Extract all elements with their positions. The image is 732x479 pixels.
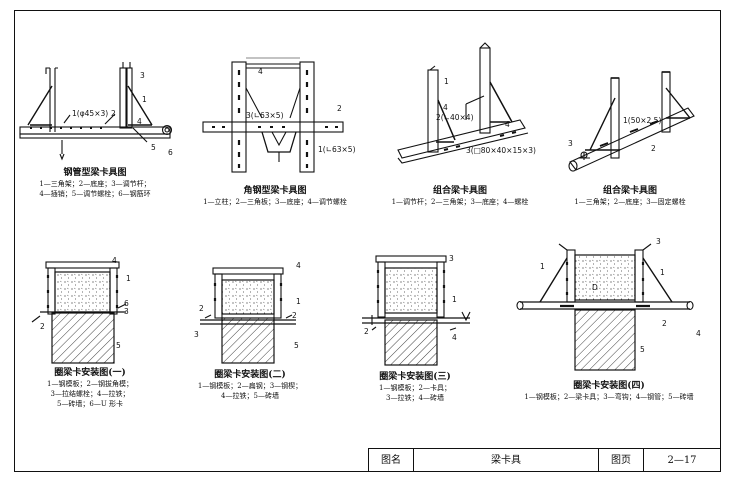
figure-2-caption: 角钢型梁卡具图 1—立柱；2—三角板；3—底座；4—调节螺栓: [195, 186, 355, 207]
page-label: 图页: [599, 449, 644, 472]
drawing-name-value: 梁卡具: [414, 449, 599, 472]
f5-label-2: 2: [40, 322, 45, 331]
f1-label-1: 1: [142, 95, 147, 104]
f8-label-1b: 1: [660, 268, 665, 277]
figure-3-desc-1: 1—调节杆；2—三角架；3—底座；4—螺栓: [391, 198, 529, 206]
figure-1-drawing: [19, 62, 173, 161]
f5-label-4: 4: [112, 256, 117, 265]
figure-6-title: 圈梁卡安装图(二): [214, 370, 286, 380]
figure-2-title: 角钢型梁卡具图: [243, 186, 307, 196]
figure-8-title: 圈梁卡安装图(四): [573, 381, 645, 391]
title-block: 图名 梁卡具 图页 2—17: [368, 448, 721, 472]
figure-3-caption: 组合梁卡具图 1—调节杆；2—三角架；3—底座；4—螺栓: [385, 186, 535, 207]
f3-label-1: 1: [444, 77, 449, 86]
f5-label-3: 3: [124, 307, 129, 316]
f4-spec-label: 1(50×2.5): [623, 116, 662, 125]
f8-label-d: D: [592, 283, 598, 292]
f7-label-1: 1: [452, 295, 457, 304]
f7-label-4: 4: [452, 333, 457, 342]
figure-5-desc-3: 5—砖墙；6—U 形卡: [56, 400, 124, 408]
figure-7-desc-1: 1—钢模板；2—卡具；: [379, 384, 451, 392]
f3-spec1-label: 2(∟40×4): [436, 113, 474, 122]
figure-2-drawing: [202, 57, 344, 173]
figure-6-caption: 圈梁卡安装图(二) 1—钢模板；2—扁钢；3—钢楔； 4—拉铁；5—砖墙: [180, 370, 320, 401]
figure-1-caption: 钢管型梁卡具图 1—三角架；2—底座；3—调节杆； 4—插销；5—调节螺栓；6—…: [20, 168, 170, 199]
figure-6-desc-1: 1—钢模板；2—扁钢；3—钢楔；: [197, 382, 303, 390]
page-number: 2—17: [667, 455, 697, 466]
f8-label-2: 2: [662, 319, 667, 328]
figure-3-title: 组合梁卡具图: [432, 186, 487, 196]
figure-8-caption: 圈梁卡安装图(四) 1—钢模板；2—梁卡具；3—弯钩；4—钢管；5—砖墙: [505, 381, 713, 402]
f7-label-3: 3: [449, 254, 454, 263]
figure-5-desc-1: 1—钢模板；2—钢拔角模；: [47, 380, 133, 388]
f7-label-2: 2: [364, 327, 369, 336]
figure-1-desc-2: 4—插销；5—调节螺栓；6—钢筋环: [39, 190, 151, 198]
f5-label-5: 5: [116, 341, 121, 350]
f6-label-2b: 2: [199, 304, 204, 313]
f4-label-3: 3: [568, 139, 573, 148]
figure-4-desc-1: 1—三角架；2—底座；3—固定螺栓: [574, 198, 686, 206]
figure-4-drawing: [568, 71, 695, 172]
figure-6-desc-2: 4—拉铁；5—砖墙: [221, 392, 279, 400]
f5-label-1: 1: [126, 274, 131, 283]
figure-7-title: 圈梁卡安装图(三): [379, 372, 451, 382]
drawing-name-label: 图名: [369, 449, 414, 472]
figure-1-title: 钢管型梁卡具图: [63, 168, 127, 178]
figure-8-desc-1: 1—钢模板；2—梁卡具；3—弯钩；4—钢管；5—砖墙: [524, 393, 694, 401]
f2-label-4: 4: [258, 67, 263, 76]
figure-8-drawing: [516, 243, 694, 371]
f1-label-4: 4: [137, 117, 142, 126]
figure-1-desc-1: 1—三角架；2—底座；3—调节杆；: [39, 180, 151, 188]
figure-3-drawing: [397, 42, 529, 164]
f8-label-3: 3: [656, 237, 661, 246]
f3-spec2-label: 3(□80×40×15×3): [466, 146, 536, 155]
f8-label-5: 5: [640, 345, 645, 354]
f6-label-4: 4: [296, 261, 301, 270]
f6-label-2: 2: [292, 311, 297, 320]
f8-label-4: 4: [696, 329, 701, 338]
figure-5-title: 圈梁卡安装图(一): [54, 368, 126, 378]
figure-5-caption: 圈梁卡安装图(一) 1—钢模板；2—钢拔角模； 3—拉结螺栓；4—拉铁； 5—砖…: [20, 368, 160, 409]
f2-spec1-label: 3(∟63×5): [246, 111, 284, 120]
figure-4-title: 组合梁卡具图: [602, 186, 657, 196]
f1-label-2: 2: [111, 109, 116, 118]
figure-7-caption: 圈梁卡安装图(三) 1—钢模板；2—卡具； 3—拉铁；4—砖墙: [345, 372, 485, 403]
figure-7-desc-2: 3—拉铁；4—砖墙: [386, 394, 444, 402]
f2-spec2-label: 1(∟63×5): [318, 145, 356, 154]
f3-label-4: 4: [443, 103, 448, 112]
figure-5-desc-2: 3—拉结螺栓；4—拉铁；: [50, 390, 130, 398]
figure-2-desc-1: 1—立柱；2—三角板；3—底座；4—调节螺栓: [203, 198, 347, 206]
f6-label-3: 3: [194, 330, 199, 339]
figure-6-drawing: [200, 267, 296, 364]
figure-4-caption: 组合梁卡具图 1—三角架；2—底座；3—固定螺栓: [565, 186, 695, 207]
f6-label-1: 1: [296, 297, 301, 306]
f6-label-5: 5: [294, 341, 299, 350]
f2-label-2: 2: [337, 104, 342, 113]
f1-label-3: 3: [140, 71, 145, 80]
figure-5-drawing: [31, 261, 127, 364]
f5-label-6: 6: [124, 299, 129, 308]
f1-label-6: 6: [168, 148, 173, 157]
f3-label-4b: 4: [505, 120, 510, 129]
drawing-frame: [14, 10, 721, 472]
figure-7-drawing: [362, 255, 471, 366]
f8-label-1: 1: [540, 262, 545, 271]
f1-label-5: 5: [151, 143, 156, 152]
f1-spec-label: 1(φ45×3): [72, 109, 109, 118]
f4-label-2: 2: [651, 144, 656, 153]
